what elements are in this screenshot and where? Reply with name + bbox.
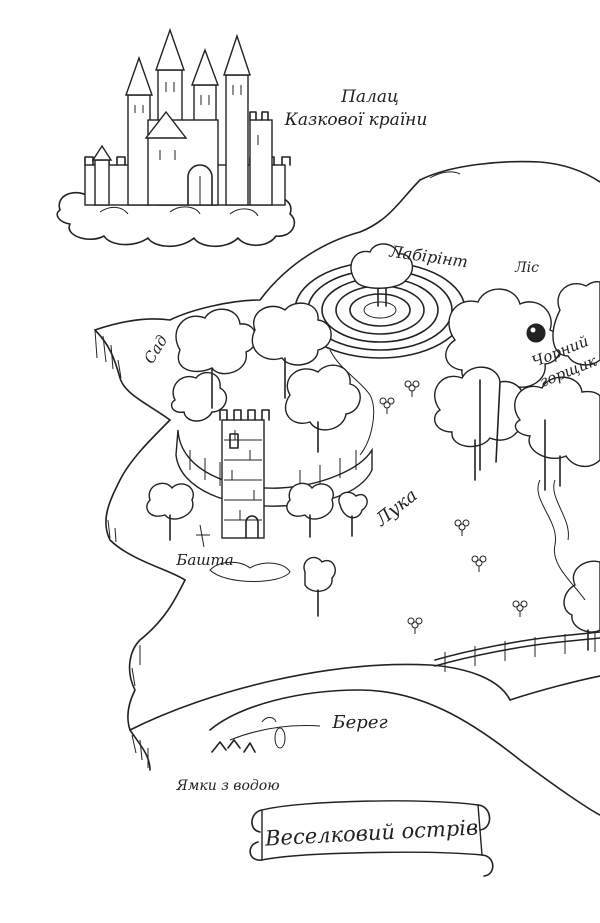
water-holes — [211, 717, 286, 753]
palace-label-line1: Палац — [340, 87, 399, 107]
water-holes-label: Ямки з водою — [175, 778, 279, 794]
forest-illustration — [433, 280, 600, 672]
palace-illustration — [56, 27, 296, 248]
palace-label-line2: Казкової країни — [284, 110, 428, 130]
meadow-flowers — [379, 380, 528, 634]
garden-and-tower — [146, 302, 373, 617]
garden-trees — [170, 302, 361, 453]
title-scroll — [249, 800, 494, 877]
island-coastline — [94, 160, 600, 816]
tower-label: Башта — [175, 551, 233, 569]
garden-label: Сад — [140, 332, 171, 367]
forest-label: Ліс — [514, 260, 539, 276]
meadow-label: Лука — [371, 485, 422, 531]
shore-label: Берег — [331, 712, 387, 733]
